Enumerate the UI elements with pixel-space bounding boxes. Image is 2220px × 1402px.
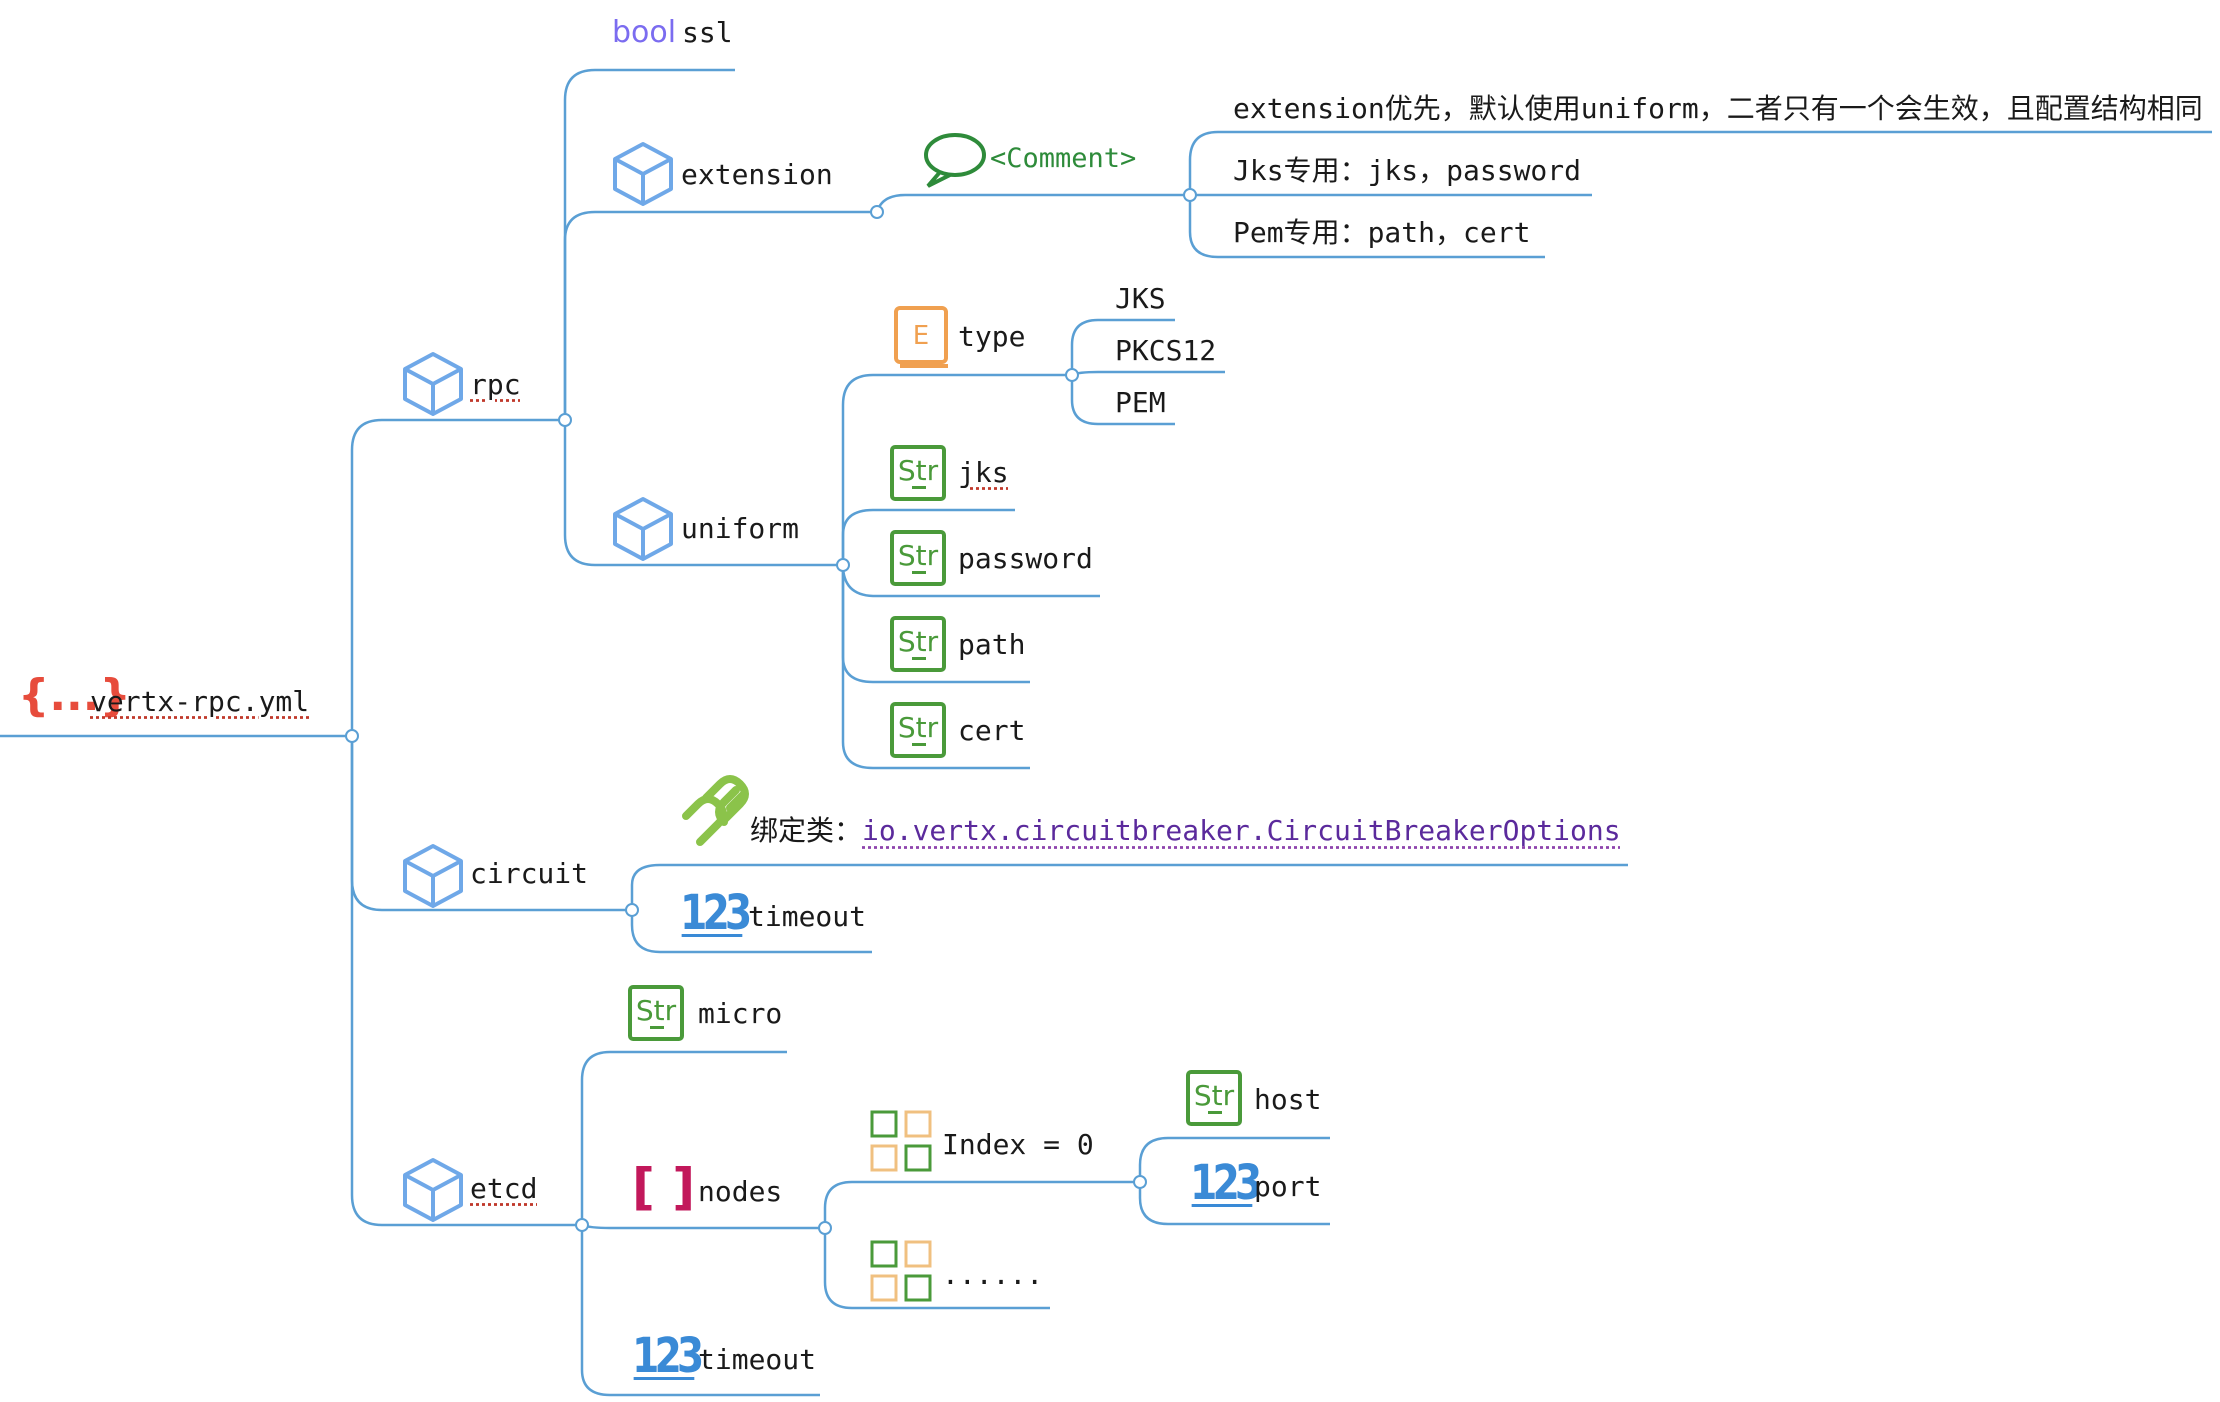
number-type-icon: 123	[1190, 1155, 1262, 1211]
collapse-toggle[interactable]	[870, 205, 884, 219]
array-item-icon	[870, 1240, 932, 1302]
collapse-toggle[interactable]	[1065, 368, 1079, 382]
path-field-label[interactable]: path	[958, 628, 1026, 661]
enum-icon: E	[894, 306, 948, 368]
uniform-node-label[interactable]: uniform	[681, 512, 800, 545]
collapse-toggle[interactable]	[1133, 1175, 1147, 1189]
binding-class-link[interactable]: io.vertx.circuitbreaker.CircuitBreakerOp…	[862, 814, 1621, 847]
collapse-toggle[interactable]	[818, 1221, 832, 1235]
collapse-toggle[interactable]	[1183, 188, 1197, 202]
comment-bubble-icon	[924, 133, 986, 188]
extension-node-label[interactable]: extension	[681, 158, 833, 191]
string-type-icon: Str	[890, 445, 946, 501]
string-type-icon: Str	[890, 702, 946, 758]
nodes-node-label[interactable]: nodes	[698, 1175, 783, 1208]
number-type-icon: 123	[632, 1328, 704, 1384]
port-field-label[interactable]: port	[1254, 1170, 1322, 1203]
binding-class-prefix: 绑定类：	[750, 814, 863, 847]
type-option-pem[interactable]: PEM	[1115, 386, 1166, 419]
comment-node-label[interactable]: <Comment>	[990, 143, 1137, 174]
collapse-toggle[interactable]	[558, 413, 572, 427]
micro-field-label[interactable]: micro	[698, 997, 783, 1030]
rpc-node-label[interactable]: rpc	[470, 368, 521, 401]
jks-field-label[interactable]: jks	[958, 456, 1009, 489]
string-type-icon: Str	[890, 530, 946, 586]
array-item-icon	[870, 1110, 932, 1172]
cube-icon	[613, 142, 673, 206]
bool-type-icon: bool	[612, 15, 677, 50]
host-field-label[interactable]: host	[1254, 1083, 1322, 1116]
comment-note-3[interactable]: Pem专用：path，cert	[1233, 216, 1531, 249]
type-node-label[interactable]: type	[958, 320, 1026, 353]
array-type-icon: [ ]	[632, 1158, 696, 1216]
comment-note-2[interactable]: Jks专用：jks，password	[1233, 154, 1582, 187]
cube-icon	[403, 844, 463, 908]
json-object-icon: {...}	[18, 670, 131, 721]
string-type-icon: Str	[628, 985, 684, 1041]
more-items-label[interactable]: ......	[942, 1258, 1044, 1291]
link-chain-icon	[682, 775, 749, 846]
cube-icon	[403, 352, 463, 416]
ssl-node-label[interactable]: ssl	[682, 16, 733, 49]
root-node-label[interactable]: vertx-rpc.yml	[90, 685, 310, 718]
type-option-jks[interactable]: JKS	[1115, 282, 1166, 315]
password-field-label[interactable]: password	[958, 542, 1093, 575]
type-option-pkcs12[interactable]: PKCS12	[1115, 334, 1217, 367]
etcd-node-label[interactable]: etcd	[470, 1172, 538, 1205]
index-item-label[interactable]: Index = 0	[942, 1128, 1094, 1161]
circuit-node-label[interactable]: circuit	[470, 857, 589, 890]
cube-icon	[403, 1158, 463, 1222]
string-type-icon: Str	[1186, 1070, 1242, 1126]
cube-icon	[613, 497, 673, 561]
enum-letter: E	[913, 321, 929, 351]
cert-field-label[interactable]: cert	[958, 714, 1026, 747]
collapse-toggle[interactable]	[625, 903, 639, 917]
comment-note-1[interactable]: extension优先，默认使用uniform，二者只有一个会生效，且配置结构相…	[1233, 92, 2203, 125]
etcd-timeout-label[interactable]: timeout	[698, 1343, 817, 1376]
collapse-toggle[interactable]	[345, 729, 359, 743]
collapse-toggle[interactable]	[575, 1218, 589, 1232]
string-type-icon: Str	[890, 616, 946, 672]
circuit-timeout-label[interactable]: timeout	[748, 900, 867, 933]
number-type-icon: 123	[680, 885, 752, 941]
collapse-toggle[interactable]	[836, 558, 850, 572]
